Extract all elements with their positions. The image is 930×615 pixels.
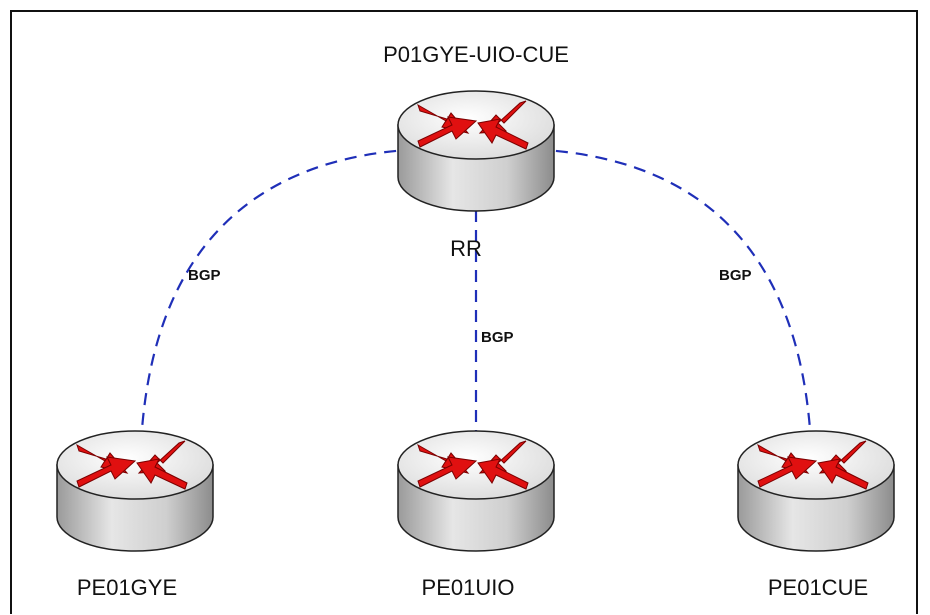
link-label-rr-uio: BGP: [481, 329, 514, 346]
node-label-cue: PE01CUE: [767, 575, 869, 600]
link-label-rr-cue: BGP: [719, 267, 752, 284]
node-label-uio: PE01UIO: [421, 575, 515, 600]
node-label-rr: P01GYE-UIO-CUE: [383, 42, 569, 67]
router-icon: [397, 430, 555, 552]
node-label-gye: PE01GYE: [76, 575, 178, 600]
router-cue: [737, 430, 895, 552]
router-icon: [737, 430, 895, 552]
router-gye: [56, 430, 214, 552]
router-icon: [56, 430, 214, 552]
router-uio: [397, 430, 555, 552]
link-label-rr-gye: BGP: [188, 267, 221, 284]
node-role-label-rr: RR: [450, 236, 482, 261]
router-rr: [397, 90, 555, 212]
router-icon: [397, 90, 555, 212]
